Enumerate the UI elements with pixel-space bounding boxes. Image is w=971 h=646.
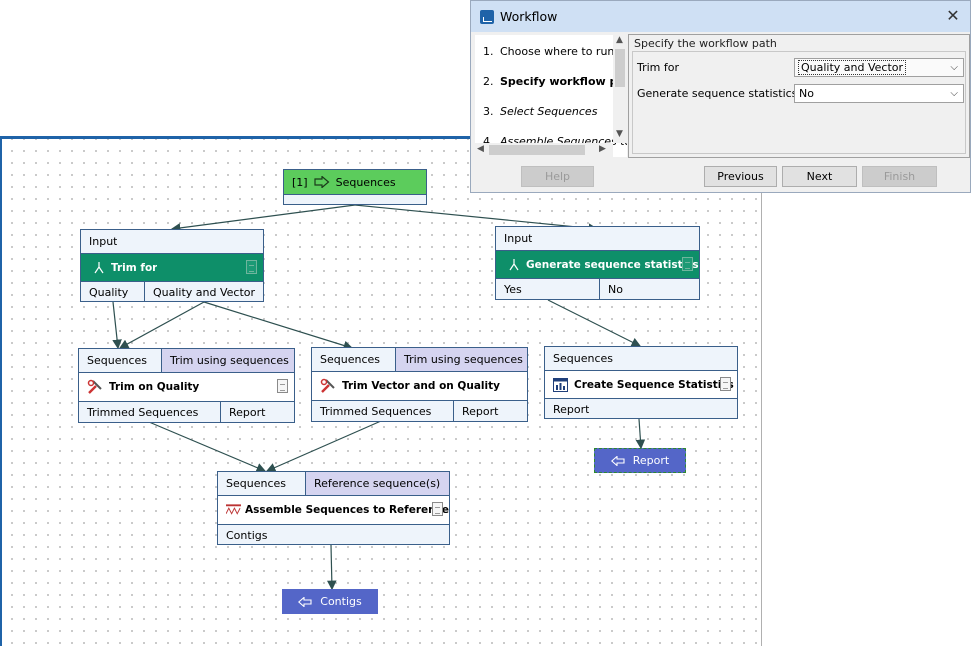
generate-statistics-label: Generate sequence statistics xyxy=(637,87,798,100)
document-icon xyxy=(682,256,693,271)
output-arrow-icon xyxy=(298,596,312,607)
chevron-down-icon: ⌵ xyxy=(950,88,958,99)
start-node-sequences[interactable]: [1] Sequences xyxy=(283,169,427,205)
scroll-right-icon[interactable]: ▶ xyxy=(599,144,606,154)
trim-tool-icon xyxy=(87,379,102,394)
statistics-icon xyxy=(553,377,568,392)
output-arrow-icon xyxy=(610,455,625,466)
chevron-down-icon: ⌵ xyxy=(950,62,958,73)
assemble-title: Assemble Sequences to Reference xyxy=(244,504,449,516)
trim-vector-output-report[interactable]: Report xyxy=(462,405,499,418)
trim-vector-output-trimmed[interactable]: Trimmed Sequences xyxy=(312,401,454,422)
trim-tool-icon xyxy=(320,378,335,393)
next-button[interactable]: Next xyxy=(782,166,857,187)
trim-vector-title: Trim Vector and on Quality xyxy=(342,380,500,392)
workflow-dialog[interactable]: Workflow ✕ 1.Choose where to run 2.Speci… xyxy=(470,0,971,193)
step-1[interactable]: 1.Choose where to run xyxy=(483,45,615,58)
assemble-input-reference[interactable]: Reference sequence(s) xyxy=(306,472,449,495)
tool-node-create-statistics[interactable]: Sequences Create Sequence Statistics Rep… xyxy=(544,346,738,419)
step-2[interactable]: 2.Specify workflow path xyxy=(483,75,627,88)
finish-button[interactable]: Finish xyxy=(862,166,937,187)
trim-for-label: Trim for xyxy=(637,61,680,74)
decision-node-generate-statistics[interactable]: Input Generate sequence statistics Yes N… xyxy=(495,226,700,300)
gen-stats-title: Generate sequence statistics xyxy=(526,258,699,271)
trim-vector-input-trim-sequences[interactable]: Trim using sequences xyxy=(396,348,527,371)
document-icon xyxy=(720,376,731,391)
steps-horizontal-scrollbar[interactable]: ◀ ▶ xyxy=(475,143,613,157)
dialog-title: Workflow xyxy=(500,9,558,24)
create-stats-title: Create Sequence Statistics xyxy=(574,378,734,391)
tool-node-trim-vector-quality[interactable]: Sequences Trim using sequences Trim Vect… xyxy=(311,347,528,422)
trim-vector-input-sequences[interactable]: Sequences xyxy=(312,348,396,371)
start-label: Sequences xyxy=(335,175,396,189)
output-node-report[interactable]: Report xyxy=(594,448,686,473)
trim-quality-output-trimmed[interactable]: Trimmed Sequences xyxy=(79,402,221,423)
trim-for-input[interactable]: Input xyxy=(89,235,118,248)
document-icon xyxy=(246,259,257,274)
fork-icon xyxy=(509,258,519,270)
generate-statistics-select[interactable]: No ⌵ xyxy=(794,84,964,103)
wizard-steps-list[interactable]: 1.Choose where to run 2.Specify workflow… xyxy=(475,35,627,157)
decision-node-trim-for[interactable]: Input Trim for Quality Quality and Vecto… xyxy=(80,229,264,302)
assembly-icon xyxy=(226,504,241,515)
fork-icon xyxy=(94,261,104,273)
trim-for-option-quality-vector[interactable]: Quality and Vector xyxy=(153,285,256,299)
trim-quality-title: Trim on Quality xyxy=(109,381,200,393)
trim-for-select[interactable]: Quality and Vector ⌵ xyxy=(794,58,964,77)
gen-stats-option-yes[interactable]: Yes xyxy=(496,279,600,300)
output-report-label: Report xyxy=(632,454,670,467)
trim-for-title: Trim for xyxy=(111,261,158,274)
tool-node-trim-on-quality[interactable]: Sequences Trim using sequences Trim on Q… xyxy=(78,348,295,423)
tool-node-assemble[interactable]: Sequences Reference sequence(s) Assemble… xyxy=(217,471,450,545)
workflow-app-icon xyxy=(480,9,494,24)
trim-for-option-quality[interactable]: Quality xyxy=(81,282,145,302)
help-button[interactable]: Help xyxy=(521,166,594,187)
gen-stats-input[interactable]: Input xyxy=(504,232,533,245)
workflow-path-panel: Specify the workflow path Trim for Quali… xyxy=(628,34,970,158)
trim-quality-output-report[interactable]: Report xyxy=(229,406,266,419)
assemble-output-contigs[interactable]: Contigs xyxy=(226,528,268,542)
scroll-down-icon[interactable]: ▼ xyxy=(616,129,623,139)
trim-quality-input-trim-sequences[interactable]: Trim using sequences xyxy=(162,349,294,372)
output-node-contigs[interactable]: Contigs xyxy=(282,589,378,614)
step-3[interactable]: 3.Select Sequences xyxy=(483,105,598,118)
panel-title: Specify the workflow path xyxy=(634,37,777,50)
scroll-up-icon[interactable]: ▲ xyxy=(616,35,623,45)
scrollbar-thumb[interactable] xyxy=(615,49,625,87)
create-stats-output-report[interactable]: Report xyxy=(553,402,590,416)
trim-for-value: Quality and Vector xyxy=(797,60,907,75)
trim-quality-input-sequences[interactable]: Sequences xyxy=(79,349,162,372)
gen-stats-option-no[interactable]: No xyxy=(608,283,623,296)
steps-vertical-scrollbar[interactable]: ▲ ▼ xyxy=(613,35,627,143)
create-stats-input-sequences[interactable]: Sequences xyxy=(553,352,613,365)
input-arrow-icon xyxy=(313,176,330,188)
assemble-input-sequences[interactable]: Sequences xyxy=(218,472,306,495)
generate-statistics-value: No xyxy=(799,87,814,100)
scroll-left-icon[interactable]: ◀ xyxy=(477,144,484,154)
output-contigs-label: Contigs xyxy=(320,595,362,608)
start-index: [1] xyxy=(292,175,308,189)
close-icon[interactable]: ✕ xyxy=(946,6,960,25)
document-icon xyxy=(432,502,443,516)
scrollbar-thumb[interactable] xyxy=(489,145,585,155)
previous-button[interactable]: Previous xyxy=(704,166,777,187)
document-icon xyxy=(277,379,288,393)
dialog-titlebar[interactable]: Workflow ✕ xyxy=(471,1,970,32)
